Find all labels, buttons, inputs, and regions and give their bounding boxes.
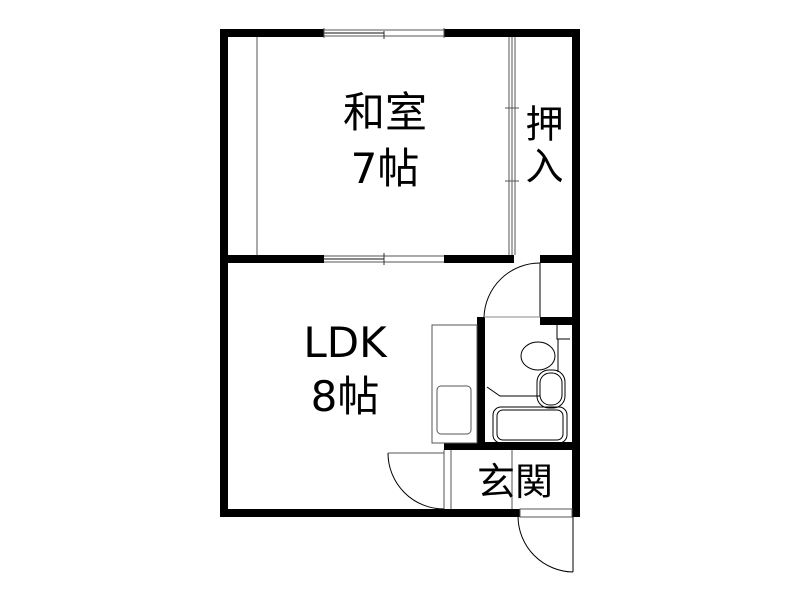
door-swing-bath: [483, 262, 541, 318]
door-swing-genkan-ldk: [387, 452, 445, 510]
exterior-walls: [220, 29, 580, 517]
toilet: [520, 341, 556, 371]
room-label-washitsu: 和室: [342, 88, 427, 137]
closet-doors: [505, 37, 519, 255]
room-label-oshiire: 押入: [519, 104, 563, 188]
door-swing-entrance: [517, 516, 574, 573]
washbasin: [539, 372, 563, 406]
bath-fixtures: [486, 325, 570, 444]
kitchen-counter: [431, 324, 478, 444]
room-label-ldk: LDK: [303, 318, 387, 367]
room-label-genkan: 玄関: [476, 460, 553, 504]
room-size-ldk: 8帖: [310, 372, 380, 421]
sliding-door-middle: [324, 253, 444, 265]
window-top: [323, 28, 445, 39]
bathtub: [492, 406, 568, 444]
room-size-washitsu: 7帖: [350, 144, 420, 193]
genkan-lines: [443, 450, 573, 518]
